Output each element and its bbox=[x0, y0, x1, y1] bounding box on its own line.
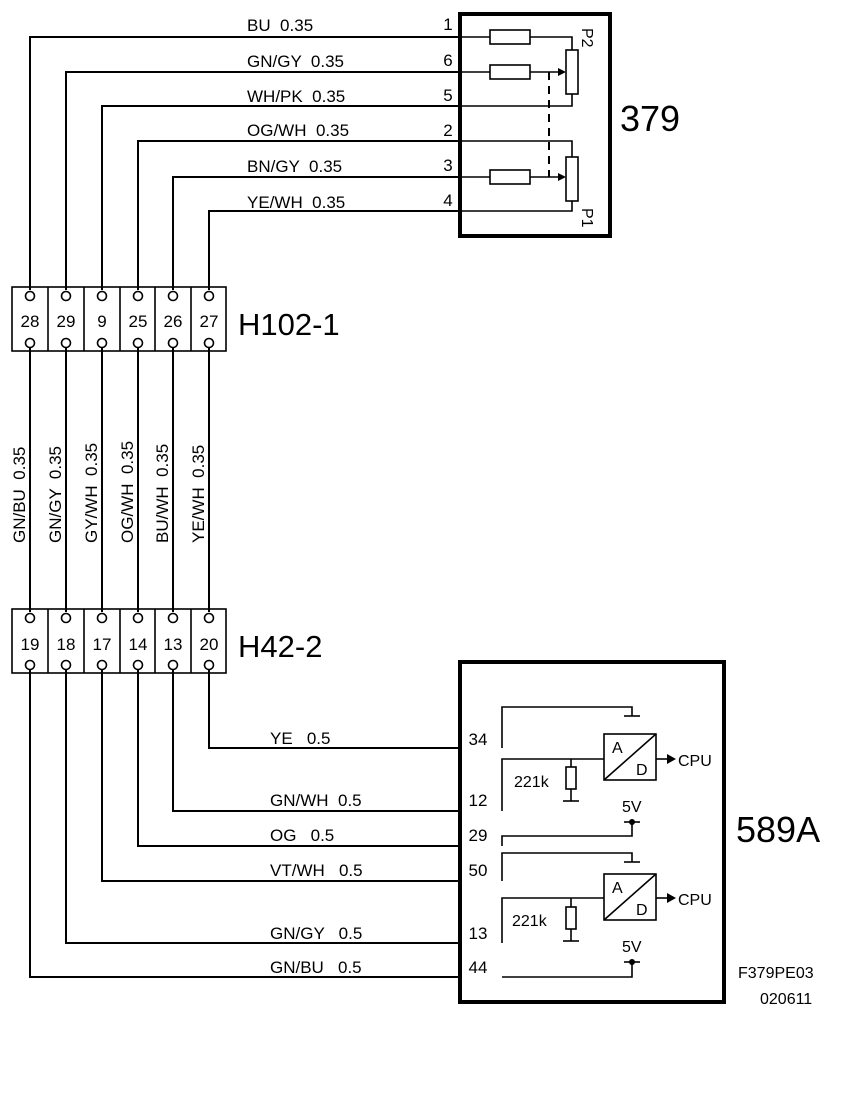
h102-pin-28: 28 bbox=[21, 312, 40, 331]
mwire-label-50: VT/WH 0.5 bbox=[270, 861, 363, 880]
sensor-379-box bbox=[458, 12, 612, 238]
module-pin-29: 29 bbox=[469, 826, 488, 845]
wire-label-1: BU 0.35 bbox=[247, 16, 313, 35]
mwire-label-29: OG 0.5 bbox=[270, 826, 334, 845]
adc-upper bbox=[603, 733, 657, 781]
wire-label-6: GN/GY 0.35 bbox=[247, 52, 344, 71]
module-pin-34: 34 bbox=[469, 730, 488, 749]
wire-og bbox=[137, 670, 460, 847]
adc-lower bbox=[603, 873, 657, 921]
wire-gn-wh bbox=[172, 670, 460, 812]
adc-upper-a: A bbox=[612, 740, 623, 757]
connector-h42-2-body bbox=[11, 608, 227, 674]
adc-lower-a: A bbox=[612, 880, 623, 897]
h102-pin-26: 26 bbox=[164, 312, 183, 331]
module-589a-label: 589A bbox=[736, 809, 820, 850]
resistor-221k-upper bbox=[565, 766, 577, 790]
mwire-label-34: YE 0.5 bbox=[270, 729, 330, 748]
adc-upper-d: D bbox=[636, 762, 648, 779]
sensor-pin-4: 4 bbox=[443, 191, 452, 210]
mwire-label-13: GN/GY 0.5 bbox=[270, 924, 362, 943]
vwire-label-gn-bu: GN/BU 0.35 bbox=[10, 447, 29, 543]
module-pin-12: 12 bbox=[469, 791, 488, 810]
h42-pin-13: 13 bbox=[164, 635, 183, 654]
resistor-3 bbox=[489, 169, 531, 185]
wire-gn-gy-05 bbox=[65, 670, 460, 944]
drawing-date: 020611 bbox=[760, 991, 812, 1008]
connector-h42-2-label: H42-2 bbox=[238, 629, 322, 664]
supply-upper-label: 5V bbox=[622, 799, 642, 816]
drawing-reference: F379PE03 bbox=[738, 965, 814, 982]
mwire-label-44: GN/BU 0.5 bbox=[270, 958, 362, 977]
wire-bu bbox=[29, 36, 460, 290]
resistor-221k-lower bbox=[565, 906, 577, 930]
connector-h102-1-terminals bbox=[24, 290, 215, 349]
connector-h102-1-label: H102-1 bbox=[238, 307, 340, 342]
sensor-pin-5: 5 bbox=[443, 86, 452, 105]
connector-h102-1-body bbox=[11, 286, 227, 352]
h42-pin-18: 18 bbox=[57, 635, 76, 654]
h42-pin-19: 19 bbox=[21, 635, 40, 654]
connector-h42-2-terminals bbox=[24, 612, 215, 671]
sensor-pin-3: 3 bbox=[443, 156, 452, 175]
module-pin-50: 50 bbox=[469, 861, 488, 880]
pot-p1-label: P1 bbox=[578, 208, 595, 228]
vertical-wires bbox=[29, 348, 210, 612]
cpu-lower-label: CPU bbox=[678, 892, 712, 909]
wire-wh-pk bbox=[101, 105, 460, 290]
module-internals-upper bbox=[501, 706, 676, 846]
mwire-label-12: GN/WH 0.5 bbox=[270, 791, 362, 810]
resistor-upper-label: 221k bbox=[514, 774, 550, 791]
sensor-pin-6: 6 bbox=[443, 51, 452, 70]
wire-gn-gy bbox=[65, 71, 460, 290]
module-internals-lower bbox=[501, 852, 676, 978]
vwire-label-gn-gy: GN/GY 0.35 bbox=[46, 446, 65, 543]
sensor-internals bbox=[460, 29, 579, 212]
wire-ye-wh bbox=[208, 210, 460, 290]
potentiometer-p2 bbox=[565, 49, 579, 95]
wire-label-5: WH/PK 0.35 bbox=[247, 87, 345, 106]
h102-pin-27: 27 bbox=[200, 312, 219, 331]
pot-p2-label: P2 bbox=[578, 28, 595, 48]
sensor-pin-1: 1 bbox=[443, 15, 452, 34]
vwire-label-gy-wh: GY/WH 0.35 bbox=[82, 443, 101, 543]
h102-pin-29: 29 bbox=[57, 312, 76, 331]
wire-label-4: YE/WH 0.35 bbox=[247, 193, 345, 212]
connector-h102-1-dividers bbox=[47, 287, 192, 351]
adc-lower-d: D bbox=[636, 902, 648, 919]
wire-label-3: BN/GY 0.35 bbox=[247, 157, 342, 176]
resistor-1 bbox=[489, 29, 531, 45]
cpu-upper-label: CPU bbox=[678, 753, 712, 770]
vwire-label-og-wh: OG/WH 0.35 bbox=[118, 441, 137, 543]
vwire-label-bu-wh: BU/WH 0.35 bbox=[153, 444, 172, 543]
h42-pin-20: 20 bbox=[200, 635, 219, 654]
h42-pin-17: 17 bbox=[93, 635, 112, 654]
supply-lower-label: 5V bbox=[622, 939, 642, 956]
module-589a-box bbox=[458, 660, 726, 1004]
h102-pin-9: 9 bbox=[97, 312, 106, 331]
h42-pin-14: 14 bbox=[129, 635, 148, 654]
wire-bn-gy bbox=[172, 176, 460, 290]
potentiometer-p1 bbox=[565, 156, 579, 202]
module-pin-13: 13 bbox=[469, 924, 488, 943]
sensor-pin-2: 2 bbox=[443, 121, 452, 140]
h102-pin-25: 25 bbox=[129, 312, 148, 331]
wire-label-2: OG/WH 0.35 bbox=[247, 121, 349, 140]
wire-vt-wh bbox=[101, 670, 460, 882]
resistor-6 bbox=[489, 64, 531, 80]
resistor-lower-label: 221k bbox=[512, 913, 548, 930]
wire-gn-bu bbox=[29, 670, 460, 978]
wire-og-wh bbox=[137, 140, 460, 290]
module-pin-44: 44 bbox=[469, 958, 488, 977]
connector-h42-2-dividers bbox=[47, 609, 192, 673]
wire-ye bbox=[208, 670, 460, 749]
sensor-379-label: 379 bbox=[620, 98, 680, 139]
vwire-label-ye-wh: YE/WH 0.35 bbox=[189, 445, 208, 543]
